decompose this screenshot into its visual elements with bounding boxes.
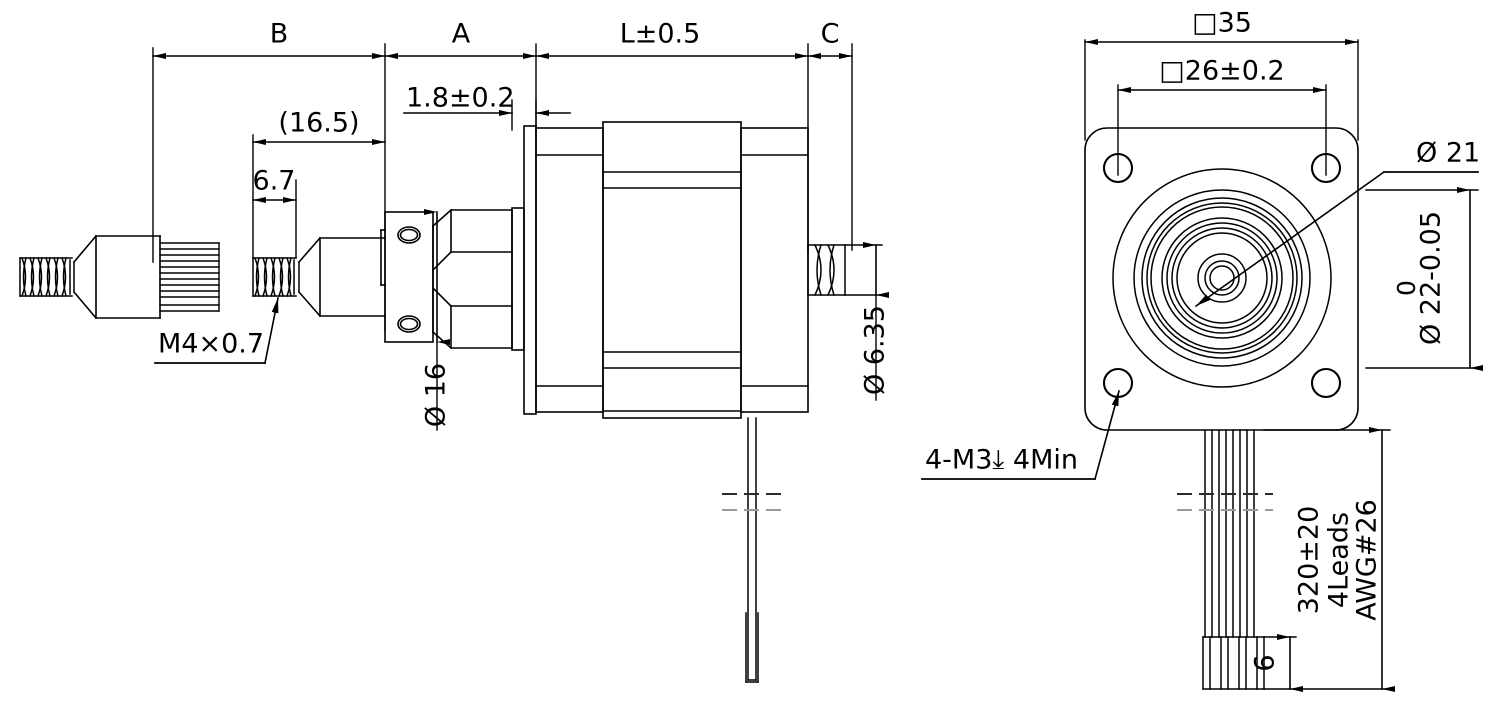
dimension-shaft-dia-16: Ø 16	[421, 209, 452, 431]
motor-face-outline	[1084, 127, 1359, 431]
dimension-rear-shaft-dia-label: Ø 6.35	[860, 305, 891, 395]
dimension-boss-tol-upper: 0	[1392, 280, 1421, 296]
motor-lead-wire-side	[745, 417, 759, 683]
dimension-body-square-label: □35	[1192, 8, 1252, 39]
callout-pilot-dia-label: Ø 21	[1416, 138, 1480, 169]
dimension-rear-shaft-dia: Ø 6.35	[844, 242, 891, 401]
center-boss-circles	[1112, 168, 1332, 388]
dimension-C: C	[807, 19, 853, 59]
main-shaft	[252, 236, 386, 318]
dimension-B: B	[152, 19, 386, 59]
mounting-hole-top-left	[1102, 152, 1134, 184]
dimension-shaft-dia-16-label: Ø 16	[421, 363, 452, 427]
dimension-strip-length: 6	[1250, 634, 1303, 692]
left-shaft-assembly	[19, 234, 220, 320]
callout-pilot-dia: Ø 21	[1194, 138, 1480, 308]
dimension-16-5-label: (16.5)	[278, 108, 359, 139]
callout-lead-length: 320±20	[1294, 506, 1325, 615]
break-line-end-view	[1177, 493, 1273, 511]
dimension-body-square: □35	[1084, 8, 1359, 45]
callout-lead-gauge: AWG#26	[1352, 499, 1383, 621]
dimension-B-label: B	[270, 19, 289, 50]
flange-hole-upper	[397, 226, 421, 244]
boss-outer-circle	[1112, 168, 1332, 388]
callout-mounting-holes: 4-M3⤓ 4Min	[921, 390, 1120, 480]
dimension-lead-length: 320±20 4Leads AWG#26	[1263, 427, 1395, 692]
left-thread	[19, 257, 75, 297]
mounting-hole-bottom-right	[1310, 367, 1342, 399]
dimension-flange-thickness-label: 1.8±0.2	[406, 83, 515, 114]
dimension-boss-dia: Ø 22-0.05 0	[1365, 187, 1483, 371]
dimension-C-label: C	[821, 19, 840, 50]
dimension-6-7-label: 6.7	[253, 166, 296, 197]
dimension-6-7: 6.7	[252, 166, 297, 203]
dimension-16-5: (16.5)	[252, 108, 386, 145]
break-line-side	[722, 493, 784, 511]
dimension-L: L±0.5	[535, 19, 809, 59]
callout-mounting-holes-label: 4-M3⤓ 4Min	[925, 445, 1078, 476]
dimension-flange-thickness: 1.8±0.2	[403, 83, 571, 116]
end-view-group: □35 □26±0.2	[921, 8, 1483, 692]
mounting-hole-top-right	[1310, 152, 1342, 184]
lead-wires-end-view	[1202, 429, 1265, 690]
dimension-boss-dia-label: Ø 22-0.05	[1416, 211, 1447, 345]
callout-thread-spec-label: M4×0.7	[158, 329, 264, 360]
main-shaft-thread	[252, 257, 300, 297]
dimension-A-label: A	[452, 19, 471, 50]
dimension-strip-length-label: 6	[1250, 654, 1281, 671]
dimension-hole-pattern-label: □26±0.2	[1159, 56, 1284, 87]
end-extension-lines	[1084, 39, 1359, 176]
dimension-L-label: L±0.5	[620, 19, 701, 50]
rear-shaft	[807, 243, 846, 297]
dimension-A: A	[384, 19, 537, 59]
flange-hole-lower	[397, 315, 421, 333]
callout-thread-spec: M4×0.7	[154, 297, 279, 364]
left-knurl	[159, 242, 220, 312]
callout-lead-count: 4Leads	[1324, 512, 1355, 608]
side-view-group: B A L±0.5 C 1.8±0.2 (16.5)	[19, 19, 891, 683]
dimension-hole-pattern: □26±0.2	[1117, 56, 1327, 93]
